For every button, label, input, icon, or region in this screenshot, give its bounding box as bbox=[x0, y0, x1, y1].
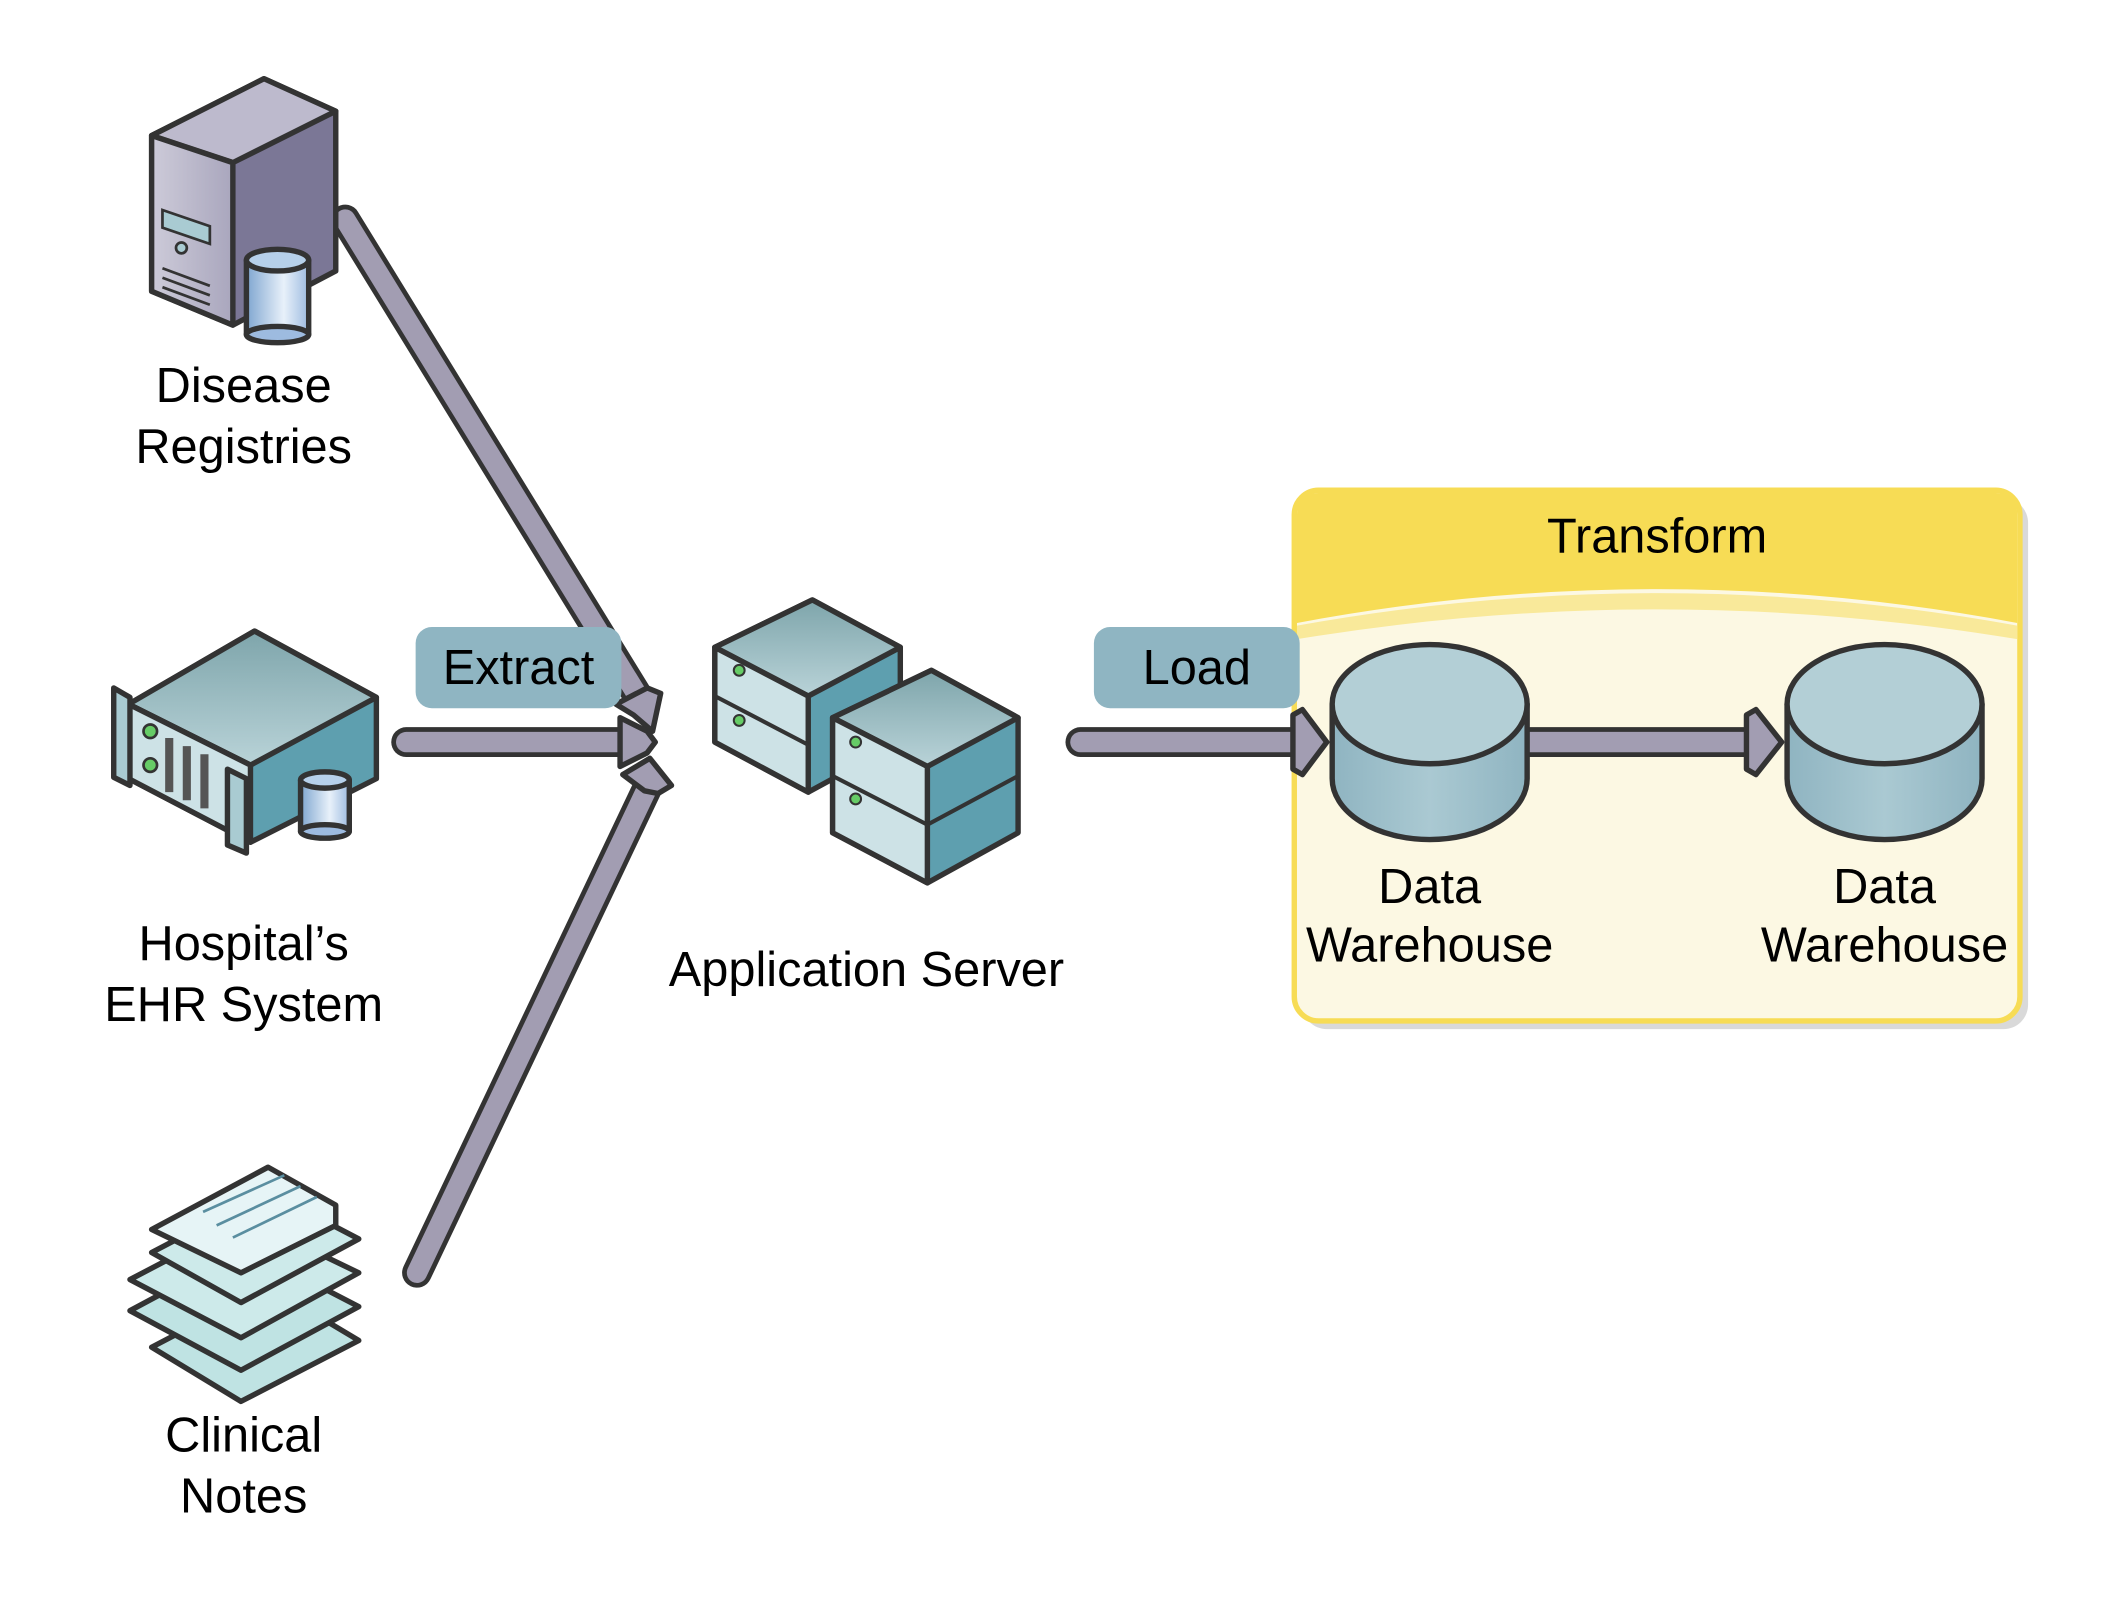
app-server-label: Application Server bbox=[669, 943, 1064, 997]
arrowhead-icon bbox=[613, 685, 664, 734]
server-cluster-icon bbox=[712, 597, 1021, 886]
database-cylinder-icon bbox=[1329, 641, 1530, 843]
extract-label: Extract bbox=[443, 641, 595, 695]
source-label-line: Clinical bbox=[165, 1408, 322, 1462]
arrowhead-icon bbox=[620, 755, 675, 797]
warehouse-1: Data Warehouse bbox=[1306, 641, 1553, 972]
source-ehr-system: Hospital’s EHR System bbox=[104, 628, 383, 1032]
arrowhead-icon bbox=[617, 715, 658, 770]
source-label-line: Registries bbox=[135, 420, 352, 474]
source-label-line: Disease bbox=[156, 359, 332, 413]
source-label-line: Notes bbox=[180, 1469, 307, 1523]
tower-server-database-icon bbox=[148, 75, 339, 346]
extract-badge: Extract bbox=[415, 627, 622, 709]
warehouse-2: Data Warehouse bbox=[1761, 641, 2008, 972]
rack-server-database-icon bbox=[111, 628, 380, 856]
warehouse-label-line: Warehouse bbox=[1306, 918, 1553, 972]
warehouse-label-line: Warehouse bbox=[1761, 918, 2008, 972]
transform-title: Transform bbox=[1547, 510, 1767, 564]
load-label: Load bbox=[1143, 641, 1251, 695]
warehouse-label-line: Data bbox=[1378, 860, 1482, 914]
arrow-notes-to-app bbox=[402, 767, 665, 1288]
source-disease-registries: Disease Registries bbox=[135, 75, 352, 474]
load-badge: Load bbox=[1093, 627, 1300, 709]
application-server: Application Server bbox=[669, 597, 1064, 997]
source-clinical-notes: Clinical Notes bbox=[127, 1164, 362, 1523]
source-label-line: EHR System bbox=[104, 978, 383, 1032]
warehouse-label-line: Data bbox=[1833, 860, 1937, 914]
document-stack-icon bbox=[127, 1164, 362, 1405]
arrow-app-to-warehouse bbox=[1065, 706, 1330, 778]
database-cylinder-icon bbox=[1784, 641, 1985, 843]
arrow-warehouse-to-warehouse bbox=[1514, 706, 1785, 778]
flow-arrows bbox=[330, 204, 1785, 1288]
source-label-line: Hospital’s bbox=[139, 917, 349, 971]
arrow-registries-to-app bbox=[330, 204, 652, 709]
